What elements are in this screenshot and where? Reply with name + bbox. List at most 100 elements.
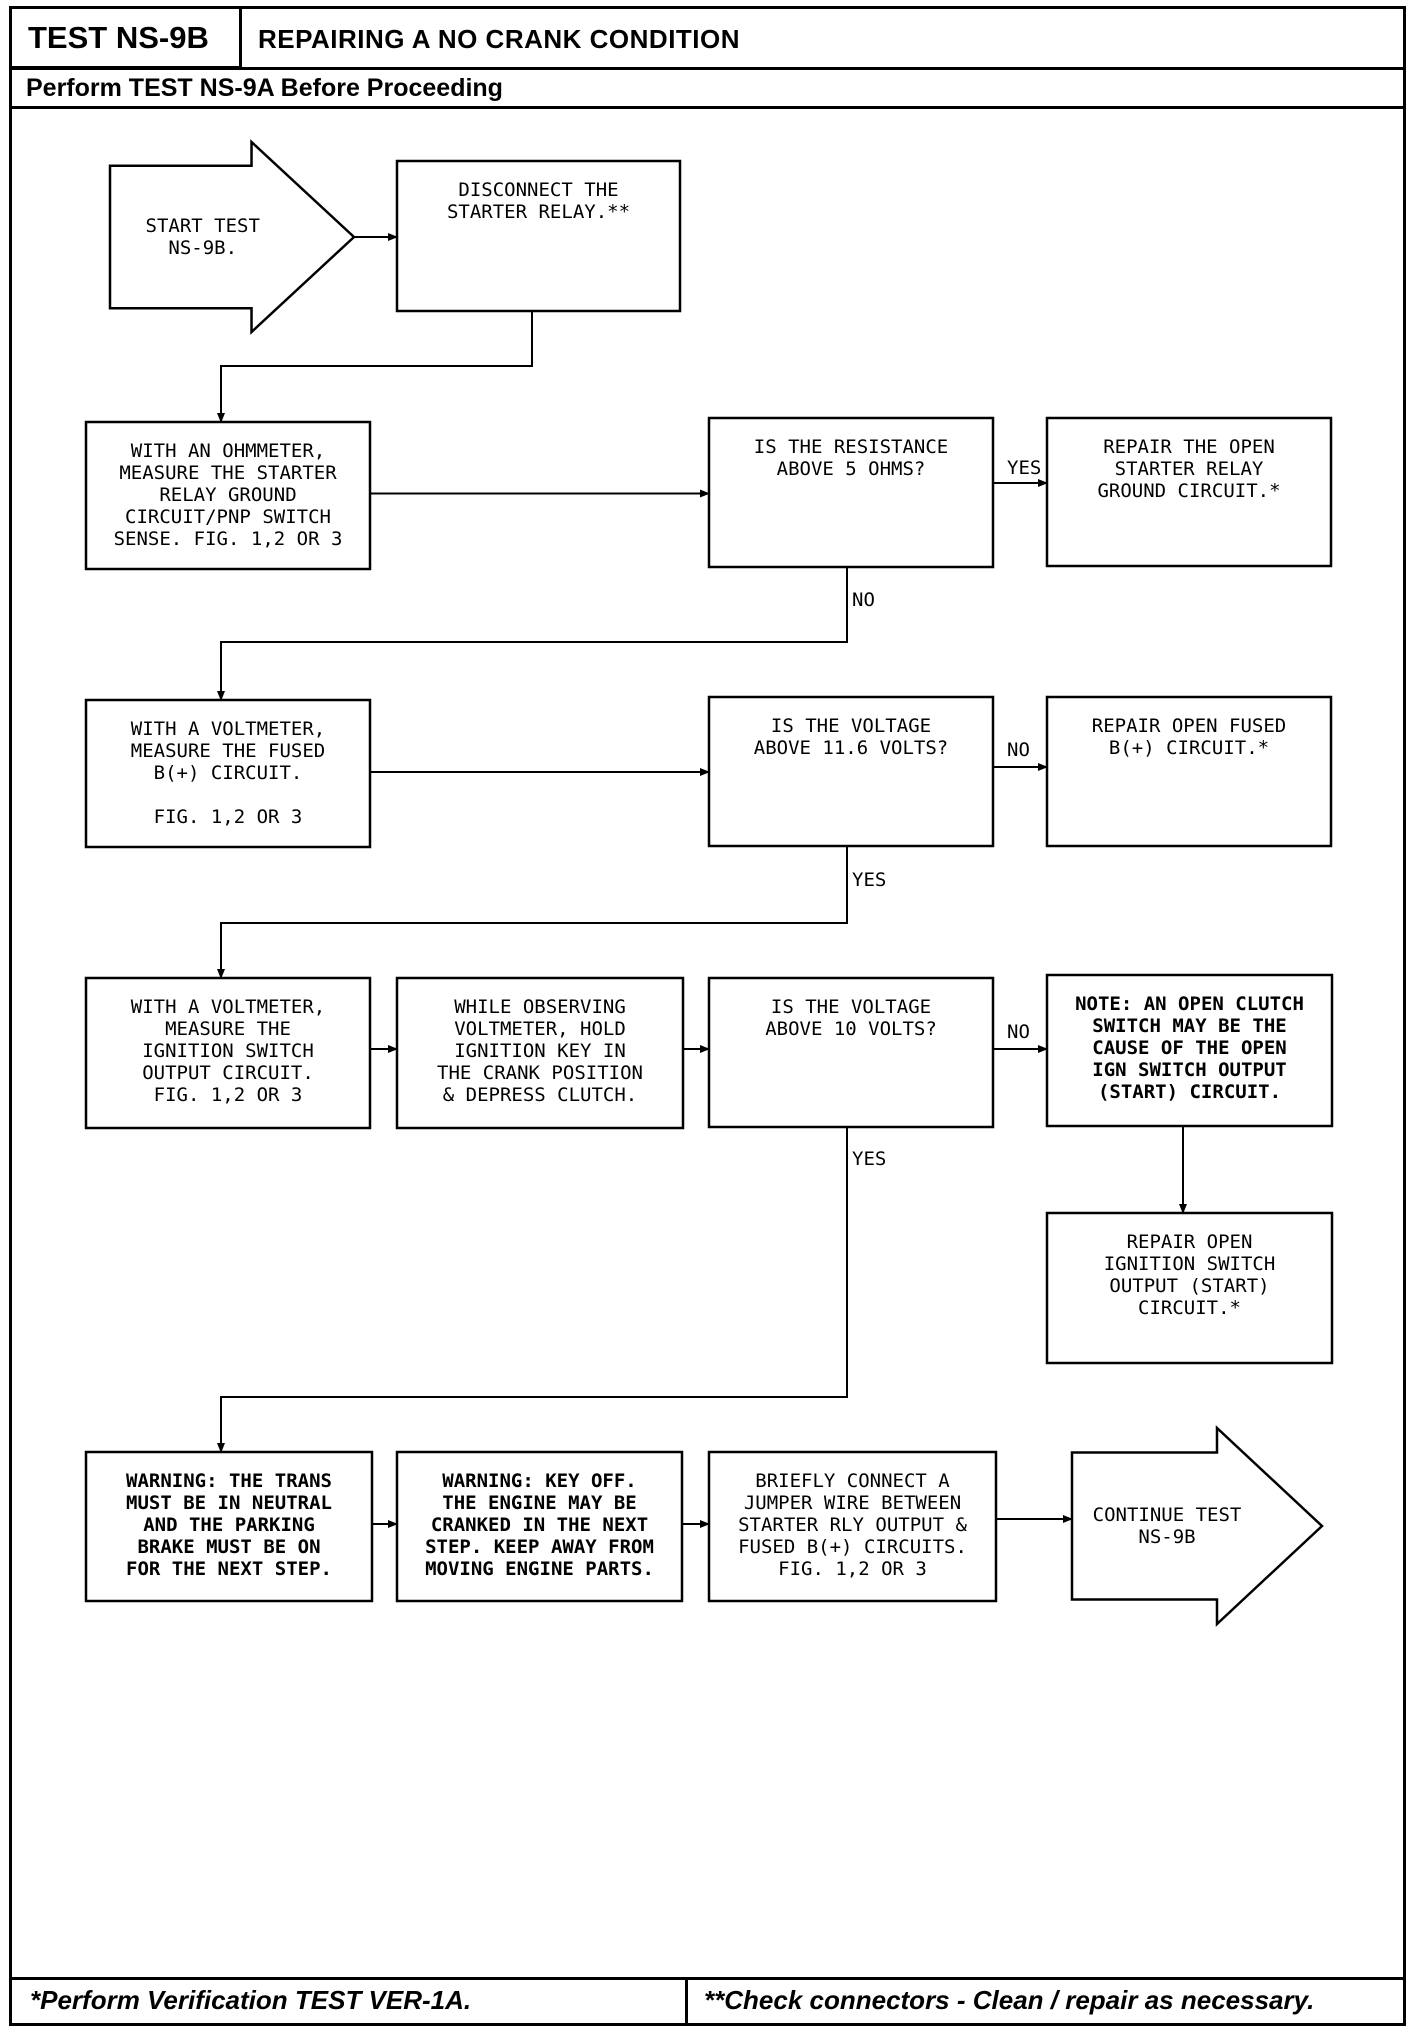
node-line: OUTPUT (START): [1109, 1275, 1269, 1297]
node-line: B(+) CIRCUIT.*: [1109, 737, 1269, 759]
edge-q-voltage-116-to-measure-ignition: [217, 846, 848, 979]
footer-verification-note: *Perform Verification TEST VER-1A.: [30, 1985, 472, 2015]
page-title: REPAIRING A NO CRANK CONDITION: [258, 24, 741, 54]
page-frame: [9, 6, 1406, 2026]
node-line: IGNITION SWITCH: [1104, 1253, 1276, 1275]
node-shape: [395, 976, 685, 1130]
node-line: WITH A VOLTMETER,: [131, 996, 325, 1018]
node-line: STARTER RLY OUTPUT &: [738, 1514, 967, 1536]
node-shape: [1045, 973, 1334, 1128]
edge-label: YES: [852, 1148, 886, 1170]
node-line: OUTPUT CIRCUIT.: [142, 1062, 314, 1084]
node-line: WARNING: THE TRANS: [126, 1470, 332, 1492]
node-shape: [707, 416, 995, 569]
node-line: VOLTMETER, HOLD: [454, 1018, 626, 1040]
node-shape: [108, 139, 356, 335]
node-shape: [1070, 1425, 1324, 1627]
node-line: FIG. 1,2 OR 3: [154, 806, 303, 828]
node-line: SENSE. FIG. 1,2 OR 3: [114, 528, 343, 550]
footer-separator: [685, 1977, 688, 2026]
header-divider: [9, 67, 1406, 70]
node-shape: [84, 976, 372, 1130]
node-line: IS THE VOLTAGE: [771, 715, 931, 737]
node-line: FIG. 1,2 OR 3: [778, 1558, 927, 1580]
node-line: IGNITION KEY IN: [454, 1040, 626, 1062]
node-line: FIG. 1,2 OR 3: [154, 1084, 303, 1106]
node-line: STARTER RELAY.**: [447, 201, 630, 223]
node-line: CRANKED IN THE NEXT: [431, 1514, 648, 1536]
node-line: & DEPRESS CLUTCH.: [443, 1084, 637, 1106]
node-shape: [707, 695, 995, 848]
node-line: RELAY GROUND: [159, 484, 296, 506]
node-line: SWITCH MAY BE THE: [1092, 1015, 1286, 1037]
node-shape: [707, 976, 995, 1129]
subheader-divider: [9, 106, 1406, 109]
node-line: WITH A VOLTMETER,: [131, 718, 325, 740]
footer-divider: [9, 1977, 1406, 1980]
node-line: CIRCUIT.*: [1138, 1297, 1241, 1319]
node-line: CONTINUE TEST: [1093, 1504, 1242, 1526]
node-line: CAUSE OF THE OPEN: [1092, 1037, 1286, 1059]
node-shape: [84, 698, 372, 849]
edge-label: NO: [1007, 739, 1030, 761]
node-line: AND THE PARKING: [143, 1514, 315, 1536]
prerequisite-note: Perform TEST NS-9A Before Proceeding: [26, 74, 503, 102]
node-line: STARTER RELAY: [1115, 458, 1264, 480]
edge-q-resistance-to-measure-fused: [217, 567, 848, 701]
node-line: STEP. KEEP AWAY FROM: [425, 1536, 654, 1558]
node-line: ABOVE 5 OHMS?: [777, 458, 926, 480]
node-line: FOR THE NEXT STEP.: [126, 1558, 332, 1580]
node-line: WARNING: KEY OFF.: [442, 1470, 636, 1492]
node-shape: [1045, 695, 1333, 848]
node-line: IS THE RESISTANCE: [754, 436, 948, 458]
edge-label: NO: [852, 589, 875, 611]
node-line: MUST BE IN NEUTRAL: [126, 1492, 332, 1514]
node-line: MOVING ENGINE PARTS.: [425, 1558, 654, 1580]
node-line: REPAIR THE OPEN: [1103, 436, 1275, 458]
node-line: NS-9B.: [168, 237, 237, 259]
node-line: BRAKE MUST BE ON: [137, 1536, 320, 1558]
node-shape: [84, 420, 372, 571]
node-line: JUMPER WIRE BETWEEN: [744, 1492, 961, 1514]
node-line: GROUND CIRCUIT.*: [1097, 480, 1280, 502]
node-line: MEASURE THE: [165, 1018, 291, 1040]
node-line: REPAIR OPEN FUSED: [1092, 715, 1286, 737]
node-line: (START) CIRCUIT.: [1098, 1081, 1281, 1103]
node-line: CIRCUIT/PNP SWITCH: [125, 506, 331, 528]
node-line: THE CRANK POSITION: [437, 1062, 643, 1084]
node-line: THE ENGINE MAY BE: [442, 1492, 636, 1514]
node-shape: [1045, 416, 1333, 568]
node-line: B(+) CIRCUIT.: [154, 762, 303, 784]
node-line: START TEST: [146, 215, 260, 237]
edge-label: YES: [852, 869, 886, 891]
node-line: DISCONNECT THE: [458, 179, 618, 201]
node-line: IGNITION SWITCH: [142, 1040, 314, 1062]
node-line: BRIEFLY CONNECT A: [755, 1470, 950, 1492]
footer-connector-note: **Check connectors - Clean / repair as n…: [704, 1985, 1315, 2015]
edge-disconnect-to-measure-ground: [217, 311, 533, 423]
node-shape: [84, 1450, 374, 1603]
node-shape: [1045, 1211, 1334, 1365]
node-line: MEASURE THE FUSED: [131, 740, 325, 762]
node-warning-key: WARNING: KEY OFF.THE ENGINE MAY BECRANKE…: [395, 1450, 684, 1603]
node-line: WHILE OBSERVING: [454, 996, 626, 1018]
node-line: FUSED B(+) CIRCUITS.: [738, 1536, 967, 1558]
edge-label: NO: [1007, 1021, 1030, 1043]
node-line: ABOVE 11.6 VOLTS?: [754, 737, 948, 759]
node-line: IS THE VOLTAGE: [771, 996, 931, 1018]
node-line: REPAIR OPEN: [1127, 1231, 1253, 1253]
